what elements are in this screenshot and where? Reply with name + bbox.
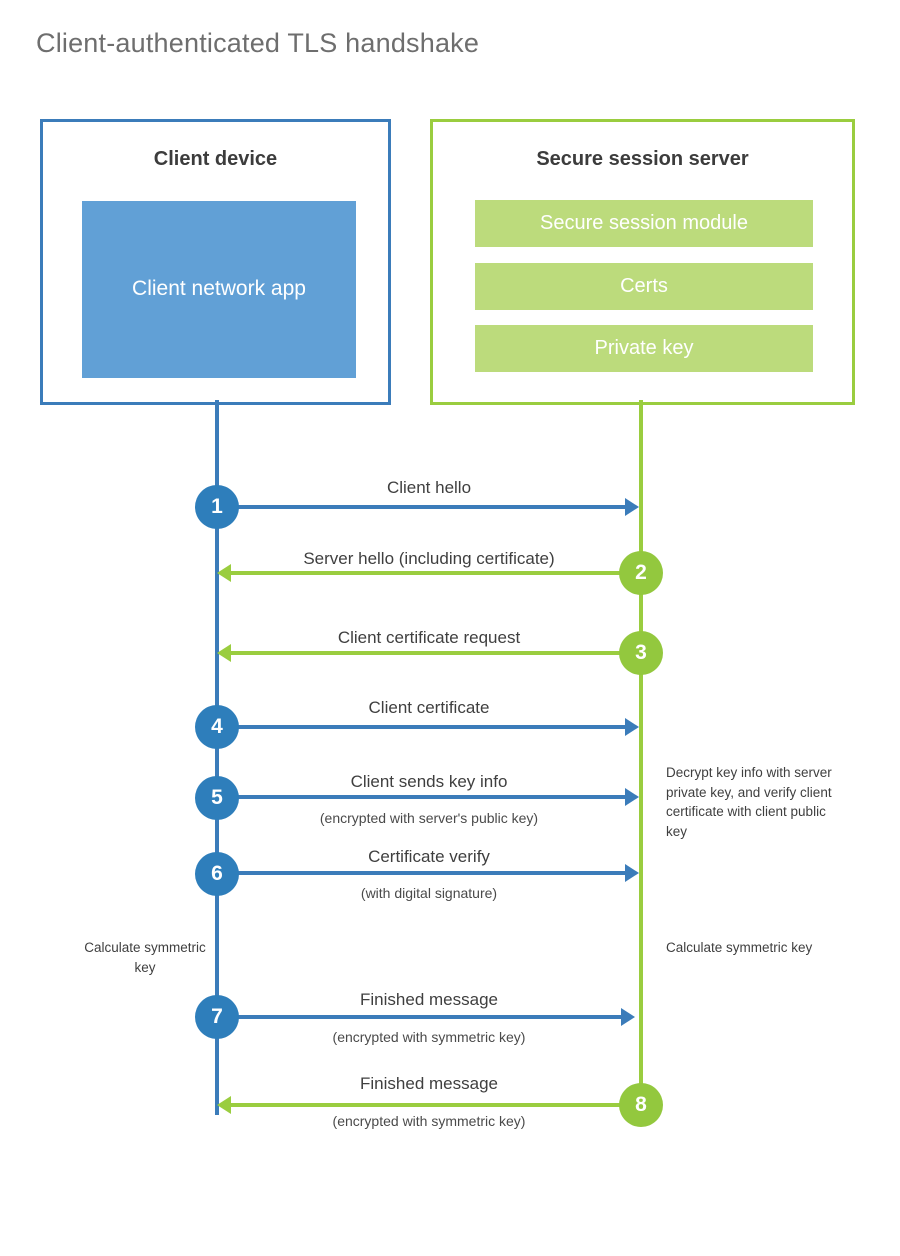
step-2-arrow-line <box>231 571 641 575</box>
server-module-certs: Certs <box>475 263 813 310</box>
server-lifeline <box>639 400 643 1105</box>
step-5-number-badge[interactable]: 5 <box>195 776 239 820</box>
step-3-arrow-head-icon <box>217 644 231 662</box>
step-4-arrow-head-icon <box>625 718 639 736</box>
step-6-number-badge[interactable]: 6 <box>195 852 239 896</box>
step-4-label: Client certificate <box>368 698 490 717</box>
step-7-label: Finished message <box>360 990 498 1009</box>
step-4-number-badge[interactable]: 4 <box>195 705 239 749</box>
step-8-label: Finished message <box>360 1074 498 1093</box>
server-calculate-symmetric-key-note: Calculate symmetric key <box>666 940 813 955</box>
step-7-arrow-line <box>217 1015 621 1019</box>
server-module-private-key: Private key <box>475 325 813 372</box>
client-device-box: Client device Client network app <box>40 119 391 405</box>
step-1-arrow-head-icon <box>625 498 639 516</box>
step-8-arrow-head-icon <box>217 1096 231 1114</box>
client-device-title: Client device <box>153 148 278 170</box>
step-6-sublabel: (with digital signature) <box>360 885 498 901</box>
step-5-label: Client sends key info <box>350 772 508 791</box>
step-2-number-badge[interactable]: 2 <box>619 551 663 595</box>
step-2-arrow-head-icon <box>217 564 231 582</box>
secure-session-server-box: Secure session server Secure session mod… <box>430 119 855 405</box>
step-5-sublabel: (encrypted with server's public key) <box>319 810 539 826</box>
step-5-arrow-line <box>217 795 625 799</box>
server-module-secure-session-module: Secure session module <box>475 200 813 247</box>
secure-session-server-title: Secure session server <box>536 148 749 170</box>
client-calculate-symmetric-key-note: Calculate symmetric key <box>84 940 206 975</box>
step-7-number-badge[interactable]: 7 <box>195 995 239 1039</box>
client-network-app-block: Client network app <box>82 201 356 378</box>
step-1-arrow-line <box>217 505 625 509</box>
step-7-arrow-head-icon <box>621 1008 635 1026</box>
step-1-label: Client hello <box>386 478 472 497</box>
step-2-label: Server hello (including certificate) <box>303 549 555 568</box>
page-title: Client-authenticated TLS handshake <box>36 28 480 58</box>
step-8-arrow-line <box>231 1103 641 1107</box>
step-1-number-badge[interactable]: 1 <box>195 485 239 529</box>
step-8-number-badge[interactable]: 8 <box>619 1083 663 1127</box>
step-8-sublabel: (encrypted with symmetric key) <box>332 1113 526 1129</box>
step-3-number-badge[interactable]: 3 <box>619 631 663 675</box>
step-3-arrow-line <box>231 651 641 655</box>
step-6-arrow-head-icon <box>625 864 639 882</box>
step-7-sublabel: (encrypted with symmetric key) <box>332 1029 526 1045</box>
step-5-arrow-head-icon <box>625 788 639 806</box>
step-6-arrow-line <box>217 871 625 875</box>
server-decrypt-note: Decrypt key info with server private key… <box>666 765 832 839</box>
client-lifeline <box>215 400 219 1115</box>
step-4-arrow-line <box>217 725 625 729</box>
step-3-label: Client certificate request <box>337 628 521 647</box>
step-6-label: Certificate verify <box>368 847 490 866</box>
